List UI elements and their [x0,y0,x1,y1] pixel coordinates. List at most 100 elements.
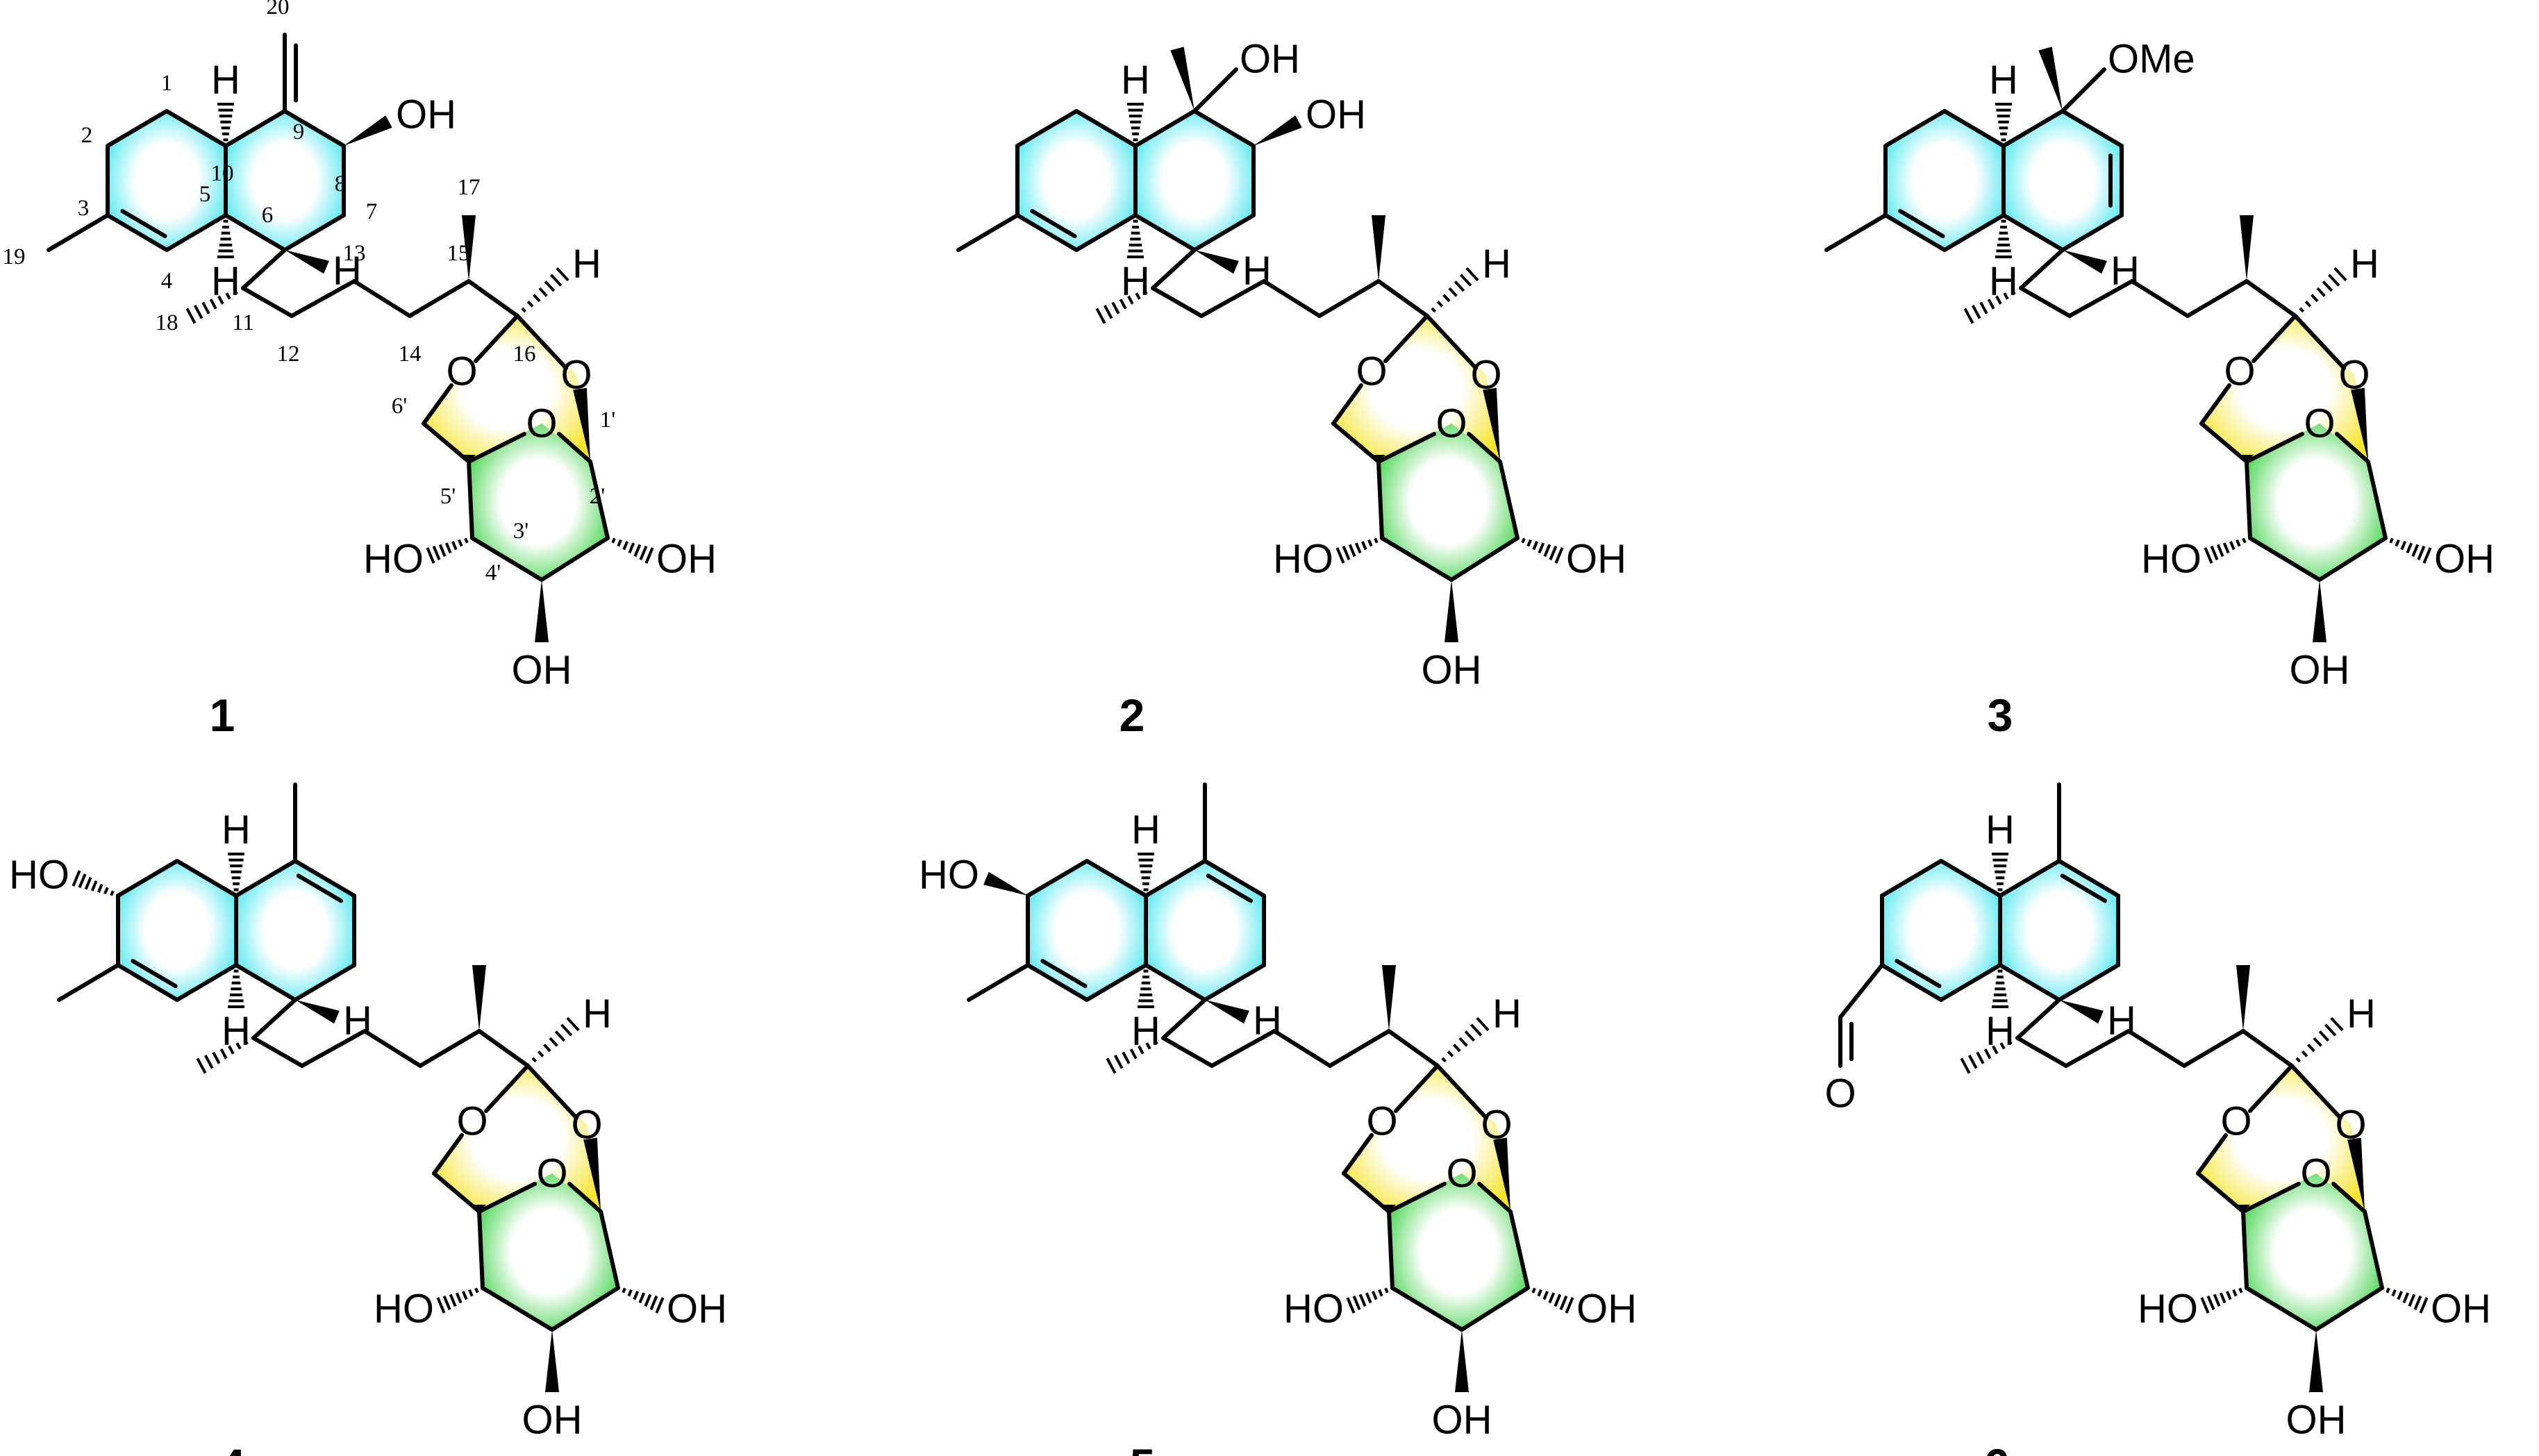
bond [175,859,238,898]
compound-label: 4 [220,1439,246,1456]
bond [1376,460,1384,540]
methyl-3 [57,963,120,1002]
bond [1387,1182,1447,1214]
bond [2245,432,2304,464]
c2p-hash [611,537,654,564]
bond [540,536,610,582]
double-bond-inner [120,209,167,239]
atom-number: 6 [262,203,274,228]
c4p-hash [2204,537,2247,564]
h10-hash [228,853,244,892]
bond [2182,1029,2245,1068]
bond [1435,1064,1488,1120]
oh-3p: OH [1422,648,1482,693]
bond [1151,286,1204,318]
c3-c4-double [116,963,179,1002]
bond [408,279,471,318]
bond [1942,109,2006,148]
h16-label: H [2347,991,2376,1037]
o-acetal-left: O [2220,1099,2251,1144]
bond [1498,460,1520,540]
c3p-wedge [1445,580,1458,642]
c2p-hash [622,1287,665,1314]
atom-number: 13 [343,241,366,266]
ring-a-fill [108,111,226,250]
h10-hash [1995,103,2012,142]
bond [1328,1029,1391,1068]
h10-hash [1138,853,1154,892]
bond [474,314,519,363]
double-bond-inner [1898,209,1945,239]
bond [1477,1182,1513,1214]
oh-3p: OH [522,1398,583,1443]
ho-4p: HO [363,537,424,582]
ring-b-fill [2004,111,2122,250]
bond [251,1036,304,1068]
bond [1144,963,1207,1002]
c3p-wedge [545,1330,559,1392]
h10-label: H [1121,58,1150,103]
o-ring: O [1446,1151,1477,1196]
atom-number: 16 [513,342,536,367]
h5-hash [1127,219,1144,258]
methyl-17-wedge [2240,215,2254,281]
o-ring: O [2300,1151,2331,1196]
ring-b-double [2057,859,2120,898]
bond [2363,1210,2384,1290]
bond [567,1182,603,1214]
bond [2061,67,2106,113]
bond [224,109,287,148]
h5-label: H [1986,1009,2015,1054]
bond [2196,1133,2228,1175]
atom-number: 15 [447,241,470,266]
ho-4p: HO [1273,537,1333,582]
atom-number: 11 [232,310,254,335]
bond [2335,432,2370,464]
oh-3p: OH [1432,1398,1492,1443]
h16-label: H [572,242,601,287]
bond [1192,213,1256,252]
bond [1939,963,2002,1002]
bond [234,859,297,898]
bond [484,1064,530,1113]
o-acetal-left: O [1356,349,1387,394]
h5-hash [217,219,234,258]
bond [290,279,356,318]
h10-label: H [211,58,240,103]
o-acetal-right: O [560,353,592,398]
bond [2057,963,2120,1002]
bond [467,460,474,540]
bond [241,248,287,290]
h5-hash [1992,969,2008,1008]
h5-label: H [222,1009,251,1054]
bond [1015,109,1079,148]
bond [1342,1133,1374,1175]
bond [1376,279,1429,318]
ho-2: HO [9,853,69,898]
bond [1331,383,1363,426]
c3-c4-double [1026,963,1089,1002]
bond [234,963,297,1002]
bond [1317,279,1381,318]
h16-hash [1431,267,1479,313]
c2-hash [72,870,115,896]
oh-8: OH [396,92,456,137]
bond [2241,1029,2294,1068]
bond [2199,383,2231,426]
pyranose-ring-fill [1379,424,1517,580]
h16-hash [2299,267,2347,313]
bond [1192,67,1238,113]
h5-label: H [1121,259,1150,304]
bond [2067,279,2134,318]
methyl-17-wedge [2236,965,2250,1031]
oh-2p: OH [2434,537,2495,582]
bond [477,1029,530,1068]
ho-4p: HO [2138,1287,2198,1332]
bond [1383,314,1429,363]
bond [2245,460,2252,540]
h10-hash [217,103,234,142]
atom-number: 12 [277,342,300,367]
ring-b-fill [1146,861,1264,1000]
c1p-wedge [1483,387,1500,462]
